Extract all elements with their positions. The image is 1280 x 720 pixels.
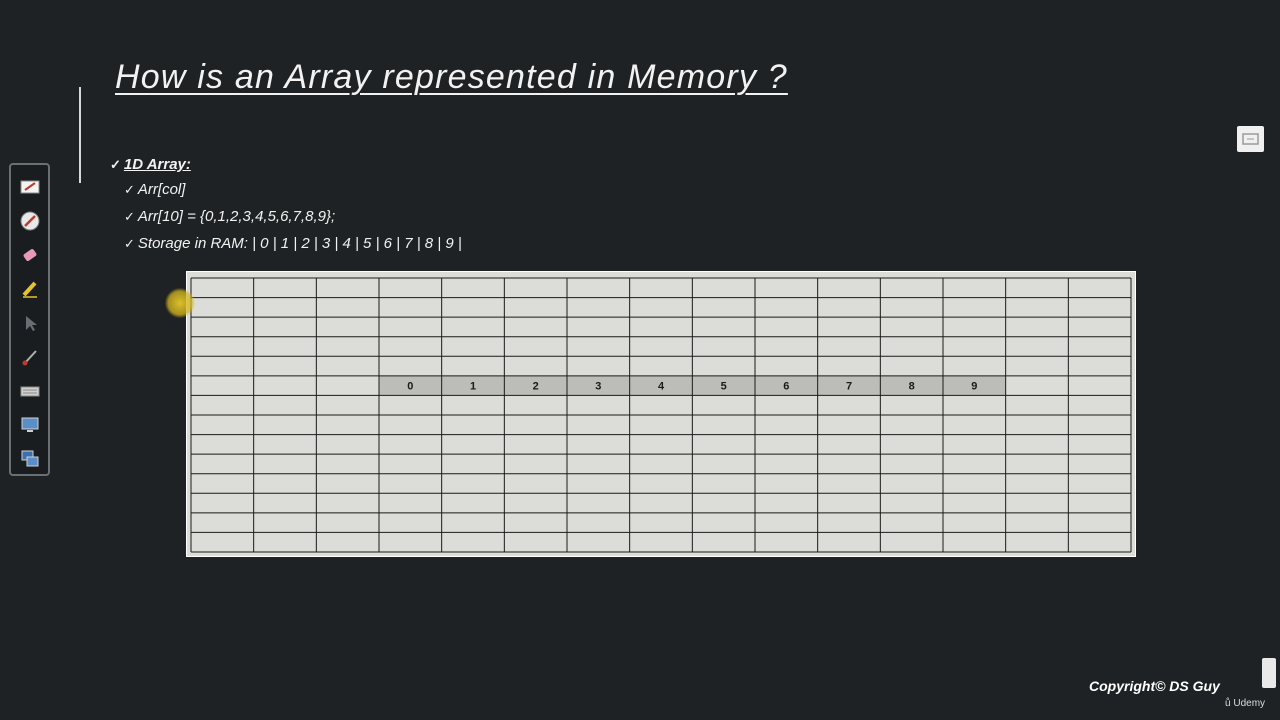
memory-cell-value: 9 xyxy=(971,381,977,393)
scroll-widget[interactable] xyxy=(1262,658,1276,688)
memory-cell-value: 3 xyxy=(595,381,601,393)
memory-cell-value: 1 xyxy=(470,381,476,393)
check-icon: ✓ xyxy=(124,182,135,197)
memory-cell-value: 2 xyxy=(533,381,539,393)
bullet-arr-init: ✓Arr[10] = {0,1,2,3,4,5,6,7,8,9}; xyxy=(124,208,336,225)
screen-capture-icon[interactable] xyxy=(1237,126,1264,152)
udemy-glyph: ů xyxy=(1225,698,1234,709)
memory-cell-value: 4 xyxy=(658,381,665,393)
bullet-arr-col: ✓Arr[col] xyxy=(124,181,186,198)
bullet-storage: ✓Storage in RAM: | 0 | 1 | 2 | 3 | 4 | 5… xyxy=(124,235,462,252)
eraser-icon[interactable] xyxy=(20,245,40,265)
brush-icon[interactable] xyxy=(20,347,40,367)
cursor-highlight xyxy=(165,288,195,318)
check-icon: ✓ xyxy=(124,236,135,251)
memory-cell-value: 5 xyxy=(721,381,727,393)
check-icon: ✓ xyxy=(110,157,121,172)
annotation-toolbar xyxy=(9,163,50,476)
memory-cell-value: 0 xyxy=(407,381,413,393)
memory-cell-value: 6 xyxy=(783,381,789,393)
slide-title: How is an Array represented in Memory ? xyxy=(115,58,788,96)
whiteboard-icon[interactable] xyxy=(20,177,40,197)
memory-grid-svg: 0 1 2 3 4 5 6 7 8 9 xyxy=(190,277,1132,553)
memory-grid: 0 1 2 3 4 5 6 7 8 9 xyxy=(186,271,1136,557)
pen-icon[interactable] xyxy=(20,211,40,231)
memory-cell-value: 7 xyxy=(846,381,852,393)
pointer-icon[interactable] xyxy=(20,313,40,333)
divider-line xyxy=(79,87,81,183)
keyboard-icon[interactable] xyxy=(20,381,40,401)
copyright-text: Copyright© DS Guy xyxy=(1089,678,1220,694)
screen-icon[interactable] xyxy=(20,415,40,435)
udemy-logo: ů Udemy xyxy=(1225,698,1266,709)
memory-cell-value: 8 xyxy=(909,381,915,393)
check-icon: ✓ xyxy=(124,209,135,224)
bullet-1d-array: ✓1D Array: xyxy=(110,156,191,173)
highlighter-icon[interactable] xyxy=(20,279,40,299)
display-switch-icon[interactable] xyxy=(20,449,40,469)
